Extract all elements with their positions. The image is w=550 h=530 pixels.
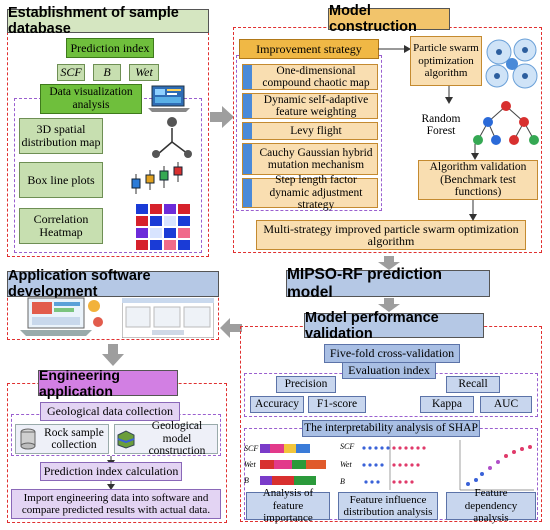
strategy-1-label: One-dimensional compound chaotic map [262, 64, 370, 90]
laptop-icon [148, 85, 190, 112]
index-scf: SCF [57, 64, 85, 81]
3d-spatial-map-box: 3D spatial distribution map [19, 118, 103, 154]
strategy-2: Dynamic self-adaptive feature weighting [242, 93, 378, 119]
app-dev-title: Application software development [7, 268, 219, 300]
shap-influence-chart: SCF Wet B [340, 440, 426, 490]
mipso-box: Multi-strategy improved particle swarm o… [256, 220, 526, 250]
strategy-4-label: Cauchy Gaussian hybrid mutation mechanis… [259, 146, 373, 172]
metric-auc: AUC [480, 396, 532, 413]
connector-validation-mipso [469, 200, 477, 221]
correlation-heatmap-box: Correlation Heatmap [19, 208, 103, 244]
strategy-3-label: Levy flight [290, 124, 342, 137]
box-line-plots-box: Box line plots [19, 162, 103, 198]
data-visualization-box: Data visualization analysis [40, 84, 142, 114]
sample-database-title: Establishment of sample database [7, 5, 209, 37]
model-construction-title: Model construction [328, 3, 450, 35]
wave-icon [243, 144, 252, 174]
rock-sample-icon [20, 428, 36, 450]
strategy-5-label: Step length factor dynamic adjustment st… [269, 174, 363, 212]
evaluation-index-box: Evaluation index [342, 362, 436, 379]
shap-item-influence: Feature influence distribution analysis [338, 492, 438, 520]
metric-accuracy: Accuracy [250, 396, 304, 413]
shap-label-scf: SCF [244, 444, 258, 453]
arrow-to-engineering [102, 344, 124, 366]
random-forest-icon [473, 101, 539, 145]
arrow-to-mipso-rf [378, 256, 400, 270]
shap-importance-chart: SCF Wet B [244, 444, 326, 485]
geological-data-box: Geological data collection [40, 402, 180, 421]
pso-box: Particle swarm optimization algorithm [410, 36, 482, 86]
wave-icon [243, 65, 252, 89]
shap-item-dependency: Feature dependency analysis [446, 487, 536, 524]
improvement-strategy-box: Improvement strategy [239, 39, 379, 59]
geological-model-icon [117, 430, 135, 449]
shap-influence-label-wet: Wet [340, 460, 352, 469]
strategy-5: Step length factor dynamic adjustment st… [242, 174, 378, 211]
connector-improvement-pso [378, 45, 411, 53]
arrow-to-app-dev [220, 318, 242, 338]
rock-sample-label: Rock sample collection [44, 426, 104, 452]
connector-pso-rf [445, 86, 453, 104]
prediction-index-box: Prediction index [66, 38, 154, 58]
prediction-index-calc-box: Prediction index calculation [40, 462, 182, 481]
engineering-title: Engineering application [38, 367, 178, 399]
metric-f1-score: F1-score [308, 396, 366, 413]
wave-icon [243, 179, 252, 207]
arrow-to-model [210, 106, 234, 128]
strategy-4: Cauchy Gaussian hybrid mutation mechanis… [242, 143, 378, 175]
index-b: B [93, 64, 121, 81]
strategy-1: One-dimensional compound chaotic map [242, 64, 378, 90]
shap-influence-label-scf: SCF [340, 442, 354, 451]
connector-calc-import [107, 481, 115, 490]
mipso-rf-model-title: MIPSO-RF prediction model [286, 266, 490, 301]
shap-label-wet: Wet [244, 460, 256, 469]
particle-swarm-icon [485, 38, 538, 89]
software-screenshot [122, 298, 214, 338]
strategy-2-label: Dynamic self-adaptive feature weighting [263, 93, 369, 119]
wave-icon [243, 94, 252, 118]
geological-model-box: Geological model construction [114, 420, 218, 457]
rock-sample-box: Rock sample collection [15, 424, 109, 454]
shap-influence-label-b: B [340, 477, 345, 486]
geological-model-label: Geological model construction [148, 420, 206, 458]
heatmap-icon [136, 204, 190, 250]
strategy-3: Levy flight [242, 122, 378, 140]
metric-precision: Precision [276, 376, 336, 393]
algorithm-validation-box: Algorithm validation (Benchmark test fun… [418, 160, 538, 200]
boxplot-icon [131, 162, 183, 194]
shap-label-b: B [244, 476, 249, 485]
import-data-box: Import engineering data into software an… [11, 489, 221, 519]
software-laptop-icon [20, 297, 103, 336]
metric-recall: Recall [446, 376, 500, 393]
shap-dependency-chart [459, 440, 534, 491]
arrow-to-performance [378, 298, 400, 312]
five-fold-cv-box: Five-fold cross-validation [324, 344, 460, 363]
random-forest-box: Random Forest [410, 104, 472, 146]
connector-rf-validation [471, 144, 479, 160]
wave-icon [243, 123, 252, 139]
metric-kappa: Kappa [420, 396, 474, 413]
index-wet: Wet [129, 64, 159, 81]
performance-title: Model performance validation [304, 310, 484, 342]
3d-axes-icon [152, 117, 192, 158]
shap-item-importance: Analysis of feature importance [246, 487, 330, 524]
shap-title-box: The interpretability analysis of SHAP [302, 420, 480, 437]
